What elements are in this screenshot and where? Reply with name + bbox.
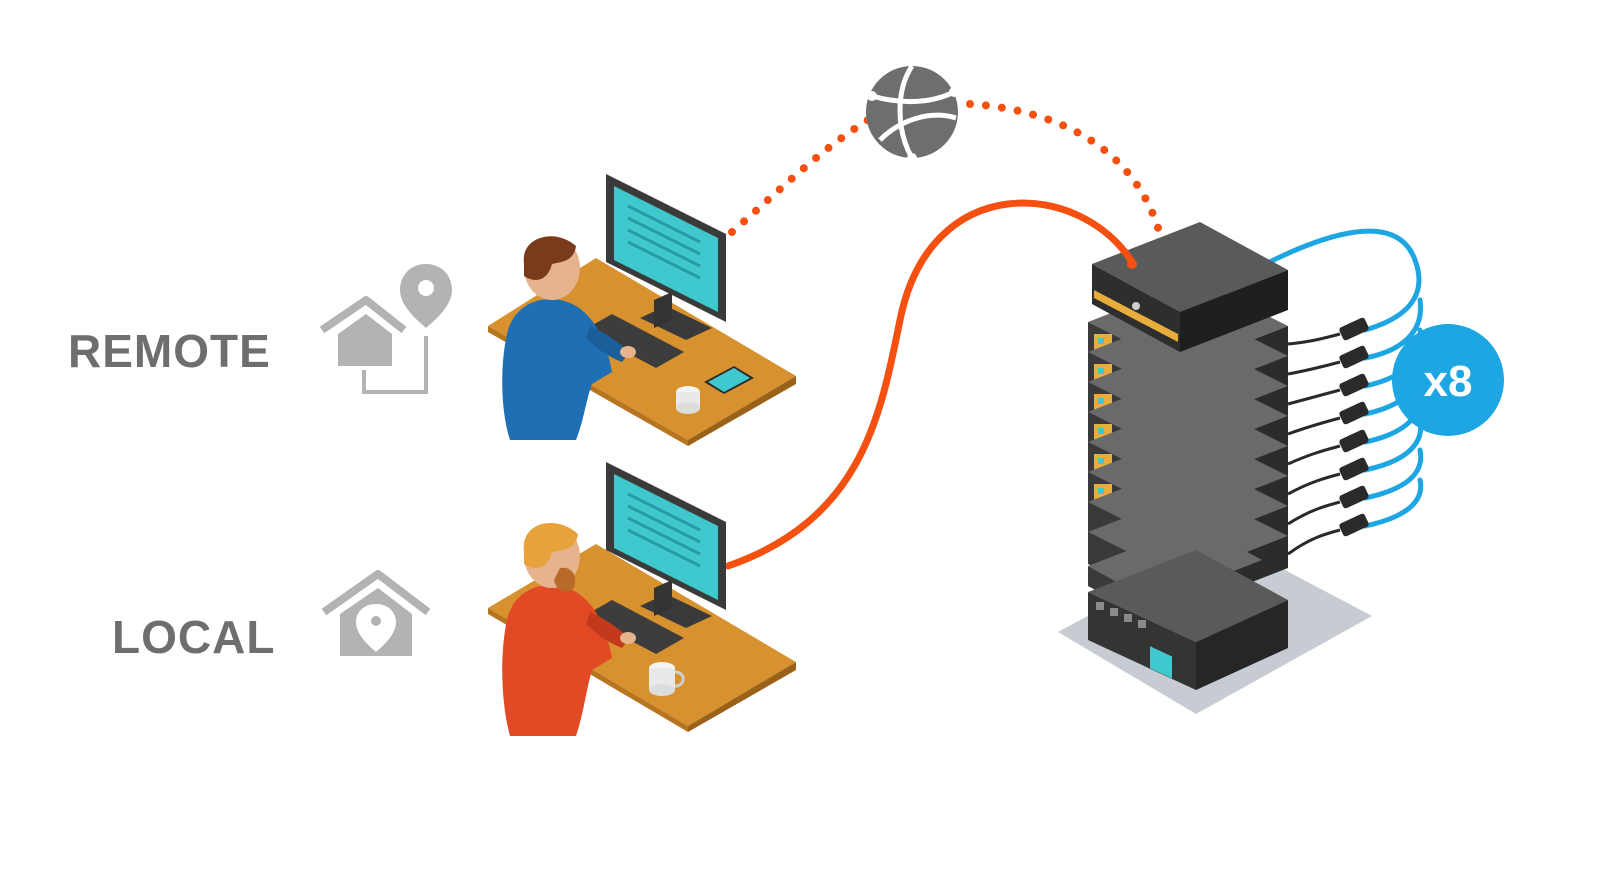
remote-person-body (502, 299, 612, 440)
local-link-port (1127, 259, 1137, 269)
multiplier-badge-text: x8 (1424, 357, 1473, 406)
remote-person-hair (523, 236, 576, 280)
local-keyboard (584, 600, 684, 654)
home-with-map-pin-icon (319, 264, 452, 394)
home-location-icon (321, 570, 431, 656)
remote-label: REMOTE (68, 325, 271, 377)
dongle-cables (1287, 332, 1341, 556)
remote-link-dotted-right (966, 100, 1166, 246)
blue-cable-2 (1362, 297, 1424, 361)
local-label: LOCAL (112, 611, 276, 663)
local-person-beard (554, 567, 576, 592)
remote-link-dotted-left (728, 116, 872, 236)
kvm-dongles (1339, 317, 1369, 537)
local-link-cable (724, 199, 1136, 570)
blue-cable-7 (1362, 447, 1424, 501)
remote-workstation (488, 174, 796, 446)
blue-cable-8 (1362, 477, 1424, 529)
local-workstation (488, 462, 796, 736)
server-rack (1088, 222, 1288, 690)
kvm-switch (1092, 222, 1288, 352)
remote-keyboard (584, 314, 684, 368)
blue-cable-6 (1362, 417, 1424, 473)
globe-network-icon (866, 64, 959, 163)
multiplier-badge (1392, 324, 1504, 436)
local-person-body (502, 585, 612, 736)
local-person-hair (523, 522, 578, 568)
blue-cable-1 (1247, 228, 1422, 333)
power-unit (1088, 524, 1288, 690)
